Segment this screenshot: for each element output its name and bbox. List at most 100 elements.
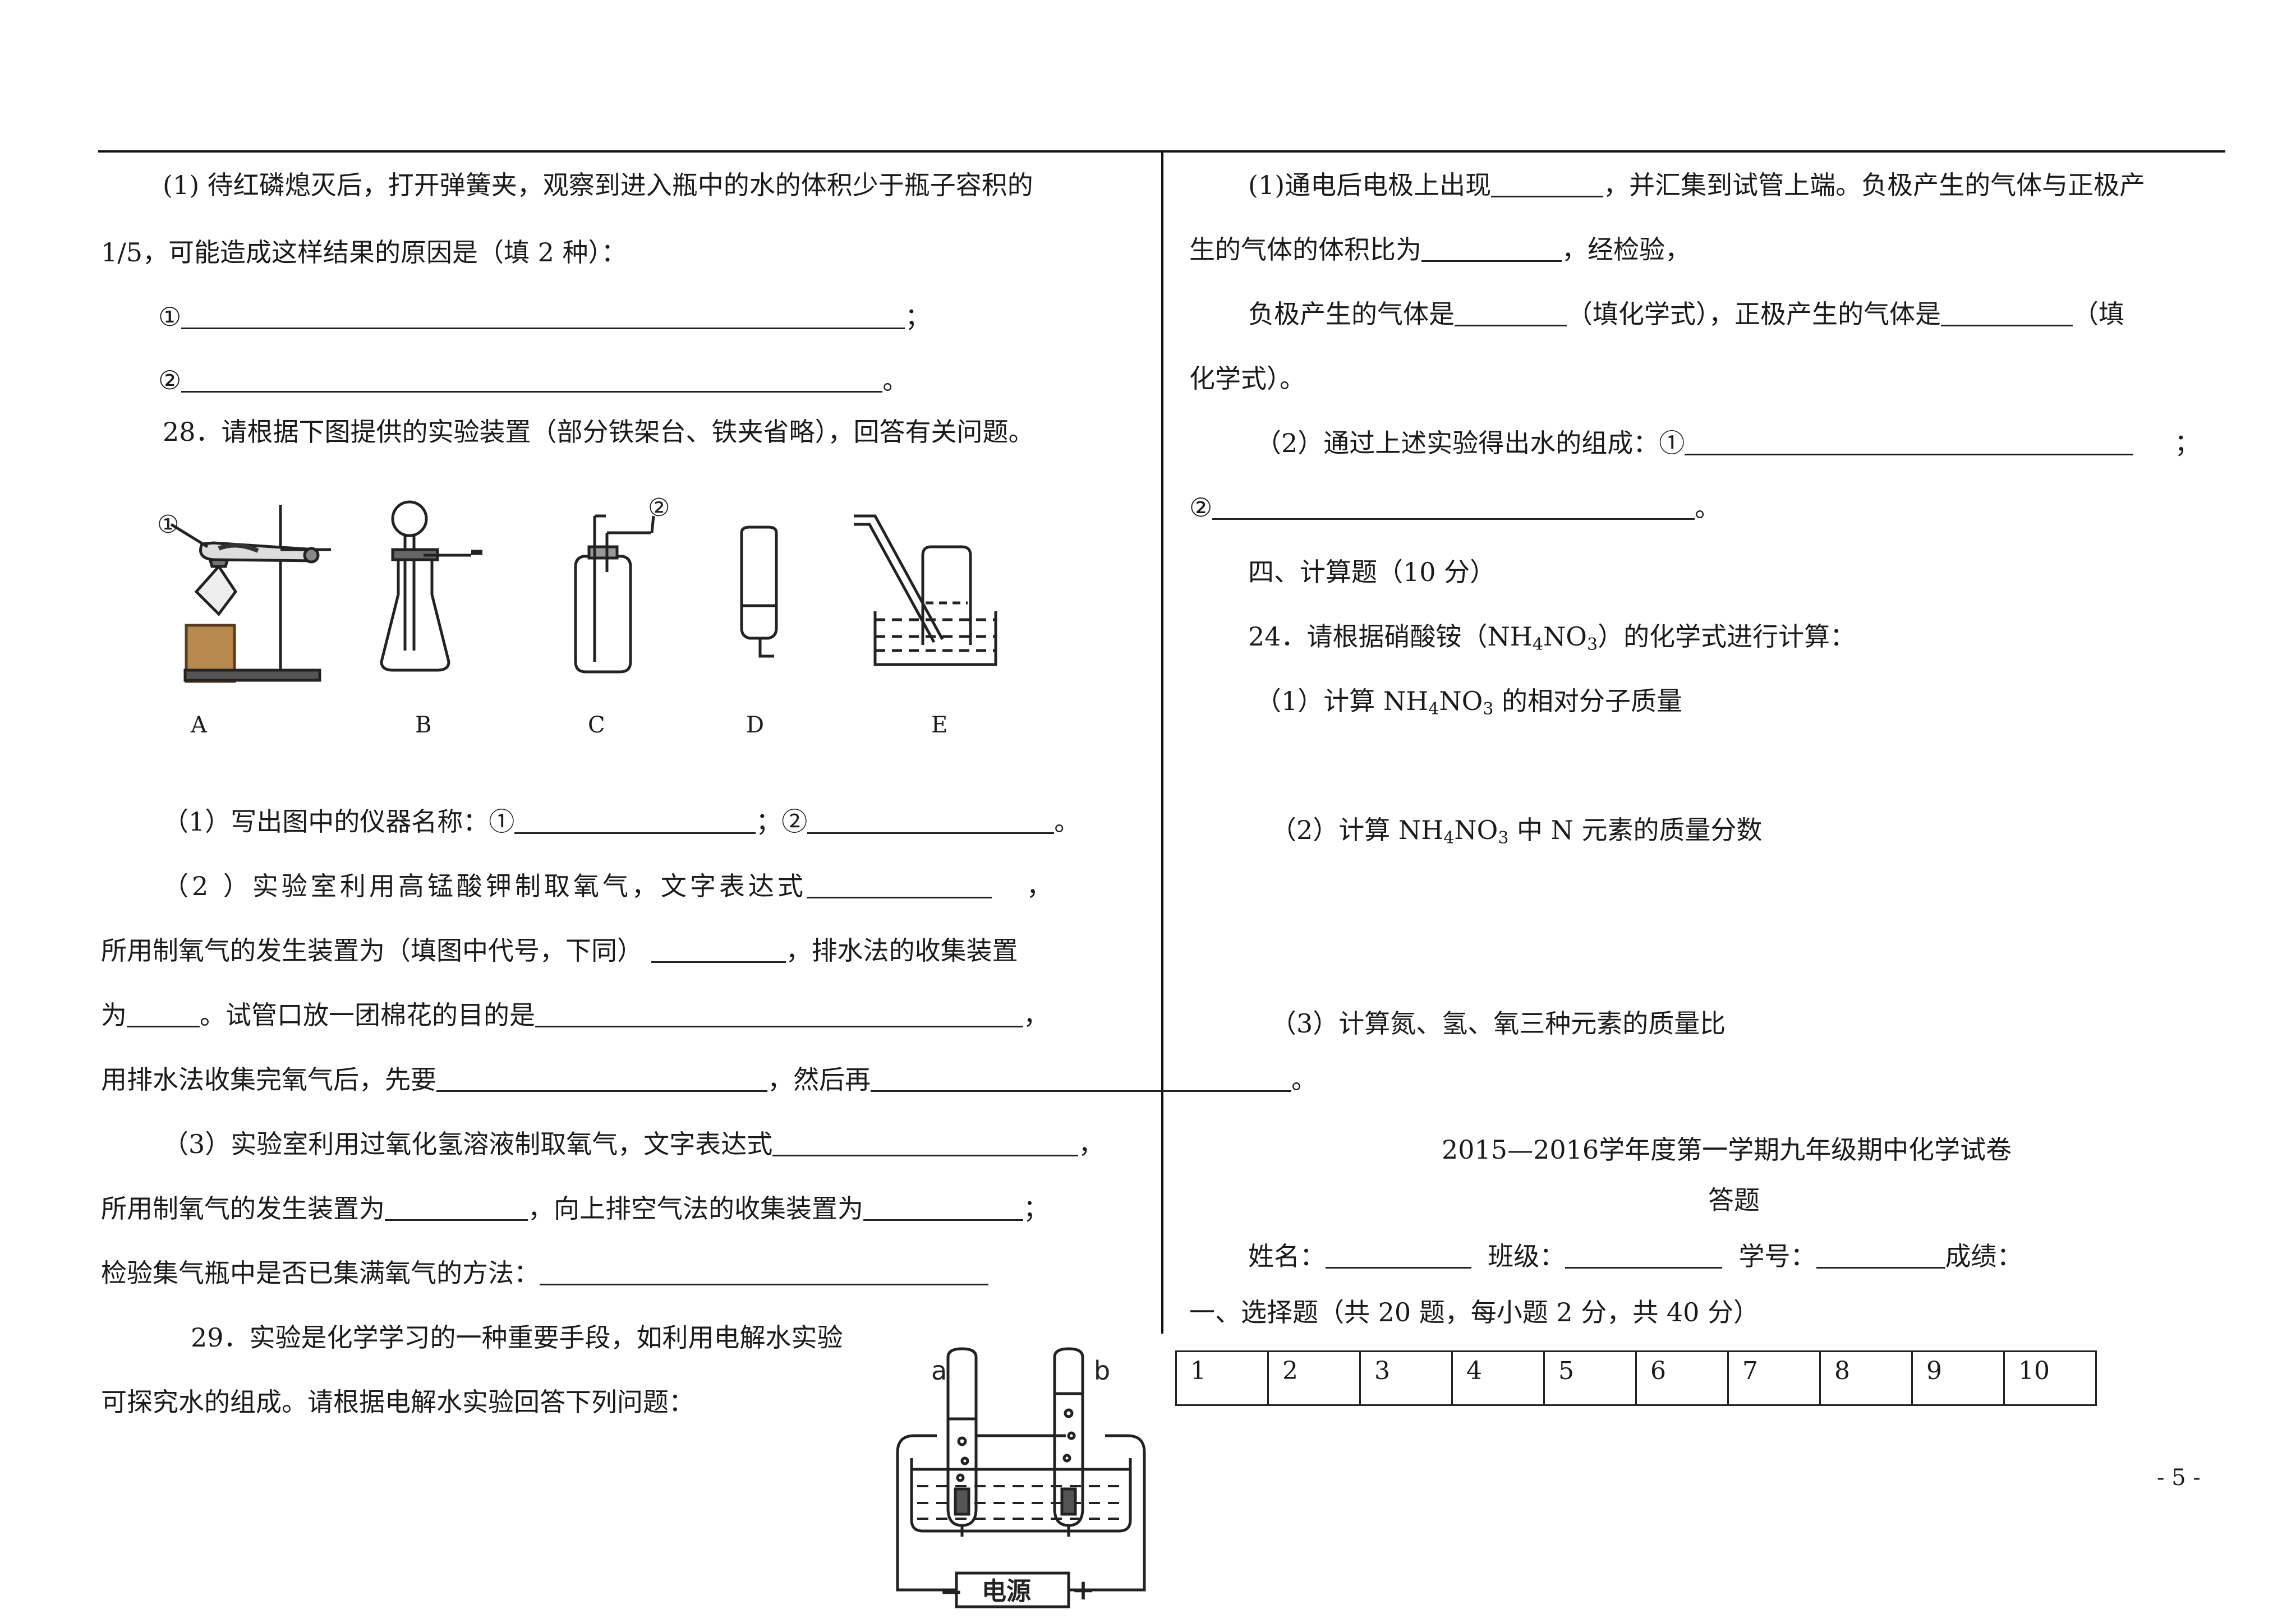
instrument-2-blank[interactable] — [807, 806, 1055, 834]
q24-1-sub2: 3 — [1483, 699, 1494, 719]
q28-part3-line2: 所用制氧气的发生装置为 ，向上排空气法的收集装置为 ； — [101, 1192, 1049, 1225]
name-field[interactable] — [1326, 1241, 1471, 1269]
reason-1-blank[interactable] — [181, 302, 905, 329]
answer-cell-2[interactable]: 2 — [1267, 1350, 1361, 1406]
check-method-blank[interactable] — [540, 1258, 988, 1285]
q24-2-post: 中 N 元素的质量分数 — [1508, 815, 1763, 845]
section-1-title: 一、选择题（共 20 题，每小题 2 分，共 40 分） — [1189, 1297, 1760, 1327]
reason-2-blank[interactable] — [181, 365, 883, 393]
collector-blank[interactable] — [127, 1000, 200, 1027]
q28-1-sep: ；② — [756, 806, 808, 837]
q29-1-check: ，经检验， — [1562, 234, 1691, 265]
name-label: 姓名： — [1248, 1241, 1326, 1271]
q24-pre: 24．请根据硝酸铵（NH — [1248, 621, 1533, 652]
q24-1-mid: NO — [1439, 686, 1483, 716]
q24-sub2: 3 — [1586, 635, 1598, 654]
apparatus-figure: ① ② — [157, 494, 997, 683]
q28-3-text: （3）实验室利用过氧化氢溶液制取氧气，文字表达式 — [163, 1129, 773, 1159]
cotton-purpose-blank[interactable] — [535, 1000, 1023, 1027]
q24-title: 24．请根据硝酸铵（NH4NO3）的化学式进行计算： — [1248, 620, 1856, 662]
q28-2-comma: ， — [1026, 871, 1056, 901]
q29-2-mark: ② — [1189, 492, 1213, 523]
answer-cell-4[interactable]: 4 — [1451, 1350, 1545, 1406]
answer-cell-8[interactable]: 8 — [1819, 1350, 1913, 1406]
q28-2-device-text: 所用制氧气的发生装置为（填图中代号，下同） — [101, 935, 643, 966]
q24-part2: （2）计算 NH4NO3 中 N 元素的质量分数 — [1271, 813, 1763, 855]
q29-line1: 29．实验是化学学习的一种重要手段，如利用电解水实验 — [191, 1322, 843, 1353]
q28-3-end: ； — [1023, 1193, 1049, 1224]
q24-post: ）的化学式进行计算： — [1598, 621, 1856, 652]
negative-gas-blank[interactable] — [1455, 299, 1567, 326]
apparatus-e — [854, 514, 997, 666]
q24-2-sub1: 4 — [1443, 828, 1455, 848]
q24-2-mid: NO — [1454, 815, 1498, 845]
answer-cell-10[interactable]: 10 — [2003, 1350, 2097, 1406]
q29-part1-line1: (1)通电后电极上出现，并汇集到试管上端。负极产生的气体与正极产 — [1248, 168, 2145, 202]
section-4-title: 四、计算题（10 分） — [1248, 557, 1496, 587]
label-d: D — [746, 712, 765, 738]
label-a: A — [191, 712, 207, 738]
q28-2-then-text: ，然后再 — [767, 1064, 871, 1095]
q24-2-sub2: 3 — [1498, 828, 1509, 848]
generator-blank[interactable] — [651, 935, 786, 963]
h2o2-generator-blank[interactable] — [385, 1193, 528, 1221]
then-step-blank[interactable] — [871, 1064, 1291, 1092]
q28-2-cotton-text: 。试管口放一团棉花的目的是 — [200, 1000, 535, 1030]
q28-part1: （1）写出图中的仪器名称：①；②。 — [163, 805, 1080, 838]
answer-cell-6[interactable]: 6 — [1635, 1350, 1729, 1406]
q28-3-device-text: 所用制氧气的发生装置为 — [101, 1193, 385, 1224]
q28-part3-line1: （3）实验室利用过氧化氢溶液制取氧气，文字表达式， — [163, 1127, 1104, 1161]
callout-1: ① — [157, 510, 179, 539]
q29-2-sep: ； — [2174, 428, 2201, 458]
q27-reason-1: ①； — [158, 300, 931, 334]
label-c: C — [588, 712, 605, 738]
exam-title: 2015—2016学年度第一学期九年级期中化学试卷 — [1442, 1135, 2012, 1165]
q29-line2: 可探究水的组成。请根据电解水实验回答下列问题： — [101, 1387, 694, 1417]
q24-part3: （3）计算氮、氢、氧三种元素的质量比 — [1271, 1008, 1726, 1039]
q29-1-text: (1)通电后电极上出现 — [1248, 170, 1492, 200]
answer-sheet-title: 答题 — [1708, 1185, 1760, 1215]
plus-sign: + — [1071, 1574, 1095, 1606]
answer-cell-3[interactable]: 3 — [1359, 1350, 1453, 1406]
power-label: 电源 — [982, 1577, 1031, 1606]
student-id-field[interactable] — [1816, 1241, 1945, 1269]
label-b: B — [415, 712, 432, 738]
composition-2-blank[interactable] — [1212, 492, 1695, 520]
minus-sign: − — [940, 1575, 963, 1608]
answer-cell-1[interactable]: 1 — [1175, 1350, 1269, 1406]
q27-reason-2: ②。 — [158, 363, 908, 397]
callout-2: ② — [648, 494, 670, 522]
h2o2-equation-blank[interactable] — [772, 1129, 1079, 1156]
upward-collector-blank[interactable] — [863, 1193, 1023, 1221]
q29-part1-line2: 生的气体的体积比为，经检验， — [1189, 233, 1691, 266]
q28-part2-line4: 用排水法收集完氧气后，先要，然后再。 — [101, 1063, 1317, 1096]
answer-cell-7[interactable]: 7 — [1727, 1350, 1821, 1406]
q29-2-end: 。 — [1695, 492, 1721, 523]
positive-gas-blank[interactable] — [1941, 299, 2073, 326]
column-divider — [1161, 150, 1163, 1334]
q28-3-collect-text: ，向上排空气法的收集装置为 — [528, 1193, 863, 1224]
volume-ratio-blank[interactable] — [1421, 234, 1562, 262]
q29-1-pos-text: （填化学式），正极产生的气体是 — [1567, 299, 1941, 329]
electrode-observation-blank[interactable] — [1491, 170, 1604, 197]
q28-2-text: （2 ）实验室利用高锰酸钾制取氧气，文字表达式 — [163, 871, 807, 901]
class-field[interactable] — [1565, 1241, 1723, 1269]
answer-cell-5[interactable]: 5 — [1543, 1350, 1637, 1406]
reason-2-mark: ② — [158, 365, 182, 395]
first-step-blank[interactable] — [436, 1064, 767, 1092]
tube-a-label: a — [931, 1355, 947, 1386]
q24-1-post: 的相对分子质量 — [1493, 686, 1683, 716]
electrolysis-figure: a b − 电源 + — [896, 1347, 1146, 1608]
composition-1-blank[interactable] — [1685, 428, 2134, 455]
q28-part3-line3: 检验集气瓶中是否已集满氧气的方法： — [101, 1256, 988, 1290]
q28-2-wei: 为 — [101, 1000, 127, 1030]
q28-2-first-text: 用排水法收集完氧气后，先要 — [101, 1064, 436, 1095]
score-label: 成绩： — [1945, 1241, 2023, 1271]
q28-3-check-text: 检验集气瓶中是否已集满氧气的方法： — [101, 1258, 540, 1288]
kmno4-equation-blank[interactable] — [806, 871, 992, 898]
q24-part1: （1）计算 NH4NO3 的相对分子质量 — [1255, 684, 1682, 726]
answer-grid-row: 1 2 3 4 5 6 7 8 9 10 — [1175, 1350, 2097, 1406]
reason-2-end: 。 — [882, 365, 909, 395]
instrument-1-blank[interactable] — [514, 806, 756, 834]
answer-cell-9[interactable]: 9 — [1911, 1350, 2005, 1406]
